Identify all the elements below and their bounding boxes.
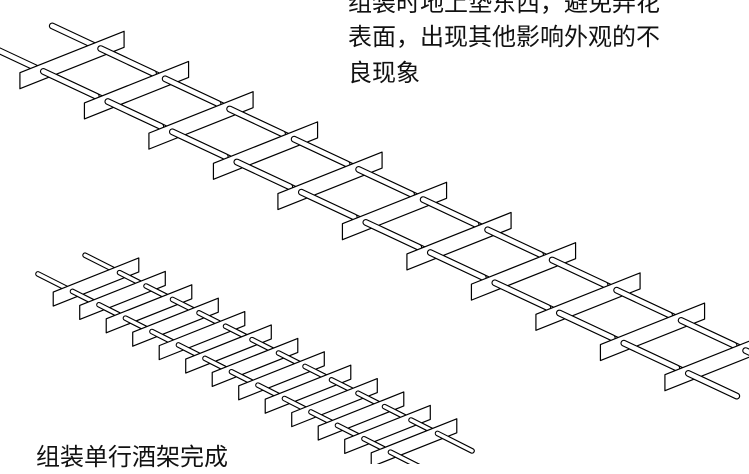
large-rack-slat-1 bbox=[19, 30, 125, 90]
large-rack-rod-2-seg-7 bbox=[485, 227, 543, 257]
large-rack-rod-2-seg-10 bbox=[678, 318, 737, 348]
assembly-note-line-1: 组装时地上垫东西，避免弄花 bbox=[348, 0, 660, 17]
large-rack-slat-5 bbox=[277, 151, 383, 211]
assembly-note-line-2: 表面，出现其他影响外观的不 bbox=[348, 23, 660, 51]
large-rack-rod-2-seg-6 bbox=[420, 197, 479, 227]
large-rack-rod-1-seg-6 bbox=[363, 220, 422, 250]
wine-rack-drawing bbox=[0, 22, 749, 464]
large-rack-rod-2-seg-2 bbox=[162, 76, 221, 106]
large-rack-rod-2-seg-5 bbox=[356, 167, 414, 197]
large-rack-rod-1-seg-2 bbox=[105, 99, 164, 129]
large-rack-slat-3 bbox=[148, 91, 254, 150]
large-rack-rod-1-seg-10 bbox=[621, 340, 680, 371]
large-rack-slat-6 bbox=[341, 181, 448, 241]
large-rack-rod-1-seg-11 bbox=[686, 371, 740, 399]
large-rack-rod-1-seg-8 bbox=[492, 280, 551, 310]
large-rack-rod-2-seg-9 bbox=[614, 287, 672, 318]
small-rack-rod-1-seg-13 bbox=[388, 450, 418, 464]
large-rack-rod-1-seg-5 bbox=[299, 189, 357, 220]
small-rack-assembly bbox=[35, 252, 475, 464]
large-rack-rod-1-seg-1 bbox=[41, 69, 99, 99]
large-rack-rod-1-seg-4 bbox=[234, 159, 293, 190]
large-rack-slat-2 bbox=[83, 60, 190, 120]
large-rack-slat-8 bbox=[470, 242, 577, 301]
small-rack-rod-2-seg-13 bbox=[435, 431, 474, 453]
large-rack-rod-1-seg-7 bbox=[428, 250, 486, 280]
large-rack-rod-2-seg-4 bbox=[291, 136, 350, 167]
large-rack-rod-1-seg-3 bbox=[170, 129, 228, 159]
large-rack-slat-9 bbox=[535, 272, 641, 331]
large-rack-rod-2-seg-8 bbox=[549, 257, 608, 288]
completion-caption: 组装单行酒架完成 bbox=[36, 443, 228, 471]
large-rack-slat-10 bbox=[599, 302, 706, 362]
large-rack-assembly bbox=[0, 22, 749, 400]
large-rack-slat-4 bbox=[212, 121, 319, 180]
assembly-note-line-3: 良现象 bbox=[348, 59, 420, 87]
large-rack-rod-1-seg-9 bbox=[557, 310, 615, 341]
large-rack-rod-2-seg-3 bbox=[227, 106, 285, 137]
large-rack-slat-7 bbox=[406, 211, 512, 271]
large-rack-rod-2-seg-1 bbox=[98, 46, 156, 76]
large-rack-slat-11 bbox=[664, 340, 749, 392]
